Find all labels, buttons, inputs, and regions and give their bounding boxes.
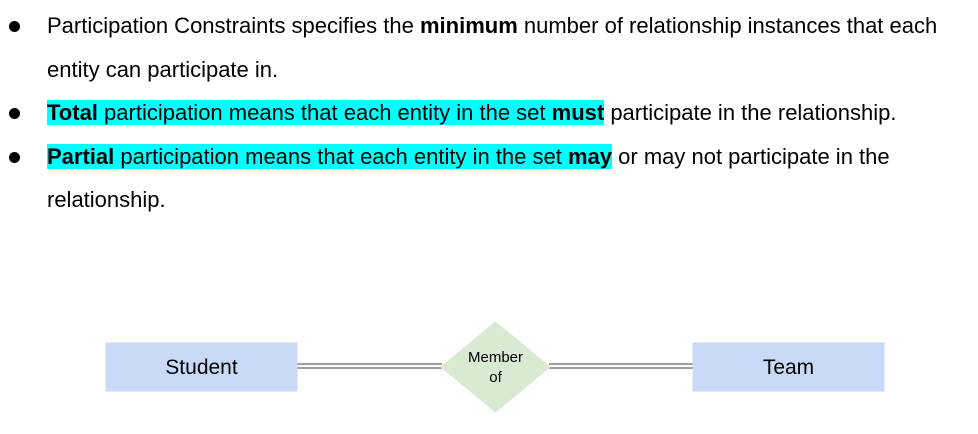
text-run-highlight: participation means that each entity in … [114,143,568,169]
text-run-bold: minimum [419,13,518,38]
bullet-item-total-participation: Total participation means that each enti… [0,91,978,135]
bullet-text: Total participation means that each enti… [47,100,897,125]
text-run: number of relationship instances that ea… [47,13,938,82]
text-run-bold-highlight: may [567,143,613,169]
text-run-bold-highlight: must [551,100,605,125]
relationship-label-line2: of [489,369,502,386]
bullet-list: Participation Constraints specifies the … [0,4,978,222]
entity-team-label: Team [763,356,814,379]
bullet-item-participation-constraints: Participation Constraints specifies the … [0,4,978,91]
text-run: Participation Constraints specifies the [47,13,420,38]
text-run-highlight: participation means that each entity in … [97,100,552,125]
text-run-bold-highlight: Total [47,100,98,125]
bullet-text: Partial participation means that each en… [47,143,890,213]
text-run: or may not participate in the relationsh… [47,143,890,213]
relationship-label-line1: Member [468,349,523,366]
bullet-dot-icon [9,21,20,32]
bullet-text: Participation Constraints specifies the … [47,13,937,82]
relationship-member-of-diamond [440,321,551,413]
entity-team-box [692,342,885,392]
bullet-dot-icon [9,151,20,163]
er-diagram: Student Member of Team [105,321,885,413]
entity-student-box [105,342,298,392]
text-run: participate in the relationship. [604,100,897,125]
entity-student-label: Student [165,356,238,379]
bullet-dot-icon [9,108,20,119]
text-run-bold-highlight: Partial [47,143,115,169]
bullet-item-partial-participation: Partial participation means that each en… [0,135,978,222]
